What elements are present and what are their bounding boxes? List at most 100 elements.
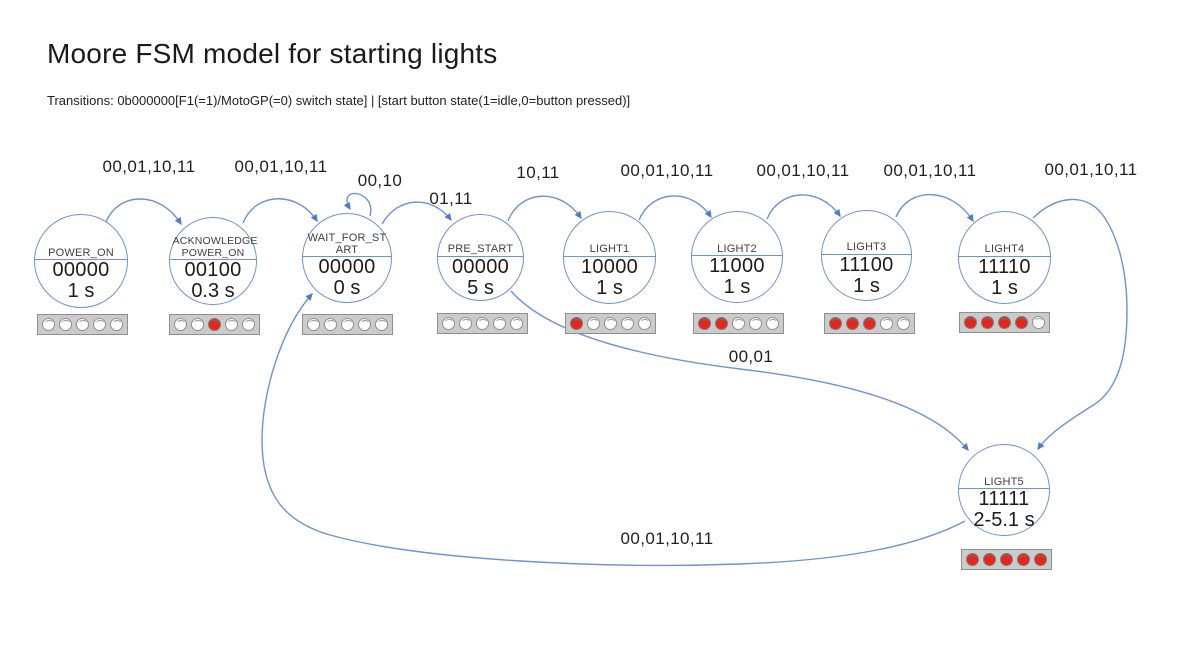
- light-strip-power-on: [37, 314, 128, 335]
- transition-label: 00,01,10,11: [883, 161, 977, 180]
- state-values: 00100 0.3 s: [170, 259, 256, 302]
- state-name: LIGHT3: [846, 241, 887, 254]
- state-output-code: 11111: [978, 488, 1030, 511]
- state-divider: [438, 255, 523, 257]
- light-off-indicator: [375, 318, 388, 331]
- light-off-indicator: [76, 318, 89, 331]
- state-duration: 0 s: [333, 277, 361, 300]
- state-values: 00000 1 s: [35, 259, 127, 302]
- light-off-indicator: [307, 318, 320, 331]
- state-values: 00000 0 s: [303, 256, 391, 299]
- state-output-code: 00100: [184, 259, 242, 282]
- state-duration: 5 s: [467, 276, 494, 299]
- state-light3: LIGHT3 11100 1 s: [821, 210, 912, 301]
- light-strip-light3: [824, 313, 915, 334]
- light-strip-pre-start: [437, 313, 528, 334]
- light-off-indicator: [897, 317, 910, 330]
- state-duration: 1 s: [853, 274, 880, 297]
- state-output-code: 00000: [451, 255, 510, 278]
- transitions-encoding-note: Transitions: 0b000000[F1(=1)/MotoGP(=0) …: [47, 93, 631, 108]
- state-divider: [959, 488, 1049, 490]
- light-on-indicator: [983, 553, 996, 566]
- state-name: LIGHT2: [717, 242, 757, 255]
- light-strip-light4: [959, 312, 1050, 333]
- light-off-indicator: [93, 318, 106, 331]
- arrow-light2-to-light3: [766, 194, 841, 220]
- state-light1: LIGHT1 10000 1 s: [563, 211, 656, 304]
- transition-label: 00,01: [728, 347, 774, 366]
- light-off-indicator: [42, 318, 55, 331]
- light-on-indicator: [998, 316, 1011, 329]
- light-on-indicator: [1015, 316, 1028, 329]
- state-divider: [822, 253, 911, 255]
- state-output-code: 11110: [978, 255, 1031, 278]
- state-values: 10000 1 s: [564, 256, 655, 299]
- light-off-indicator: [1032, 316, 1045, 329]
- light-off-indicator: [459, 317, 472, 330]
- light-off-indicator: [174, 318, 187, 331]
- transition-label: 00,01,10,11: [756, 161, 850, 180]
- light-on-indicator: [1034, 553, 1047, 566]
- light-on-indicator: [966, 553, 979, 566]
- light-strip-acknowledge: [169, 314, 260, 335]
- state-output-code: 10000: [580, 255, 639, 278]
- arrow-light5-to-wait: [261, 293, 966, 567]
- arrow-acknowledge-to-wait: [242, 198, 318, 224]
- light-on-indicator: [981, 316, 994, 329]
- light-off-indicator: [880, 317, 893, 330]
- state-divider: [35, 259, 127, 261]
- state-light4: LIGHT4 11110 1 s: [958, 211, 1051, 304]
- arrow-power-on-to-acknowledge: [105, 198, 182, 226]
- state-divider: [303, 256, 391, 258]
- light-on-indicator: [570, 317, 583, 330]
- light-on-indicator: [1000, 553, 1013, 566]
- light-on-indicator: [829, 317, 842, 330]
- page-title: Moore FSM model for starting lights: [47, 38, 498, 69]
- light-on-indicator: [846, 317, 859, 330]
- transition-label: 01,11: [429, 189, 473, 208]
- state-power-on: POWER_ON 00000 1 s: [34, 214, 128, 308]
- state-name: LIGHT1: [589, 243, 630, 256]
- light-off-indicator: [493, 317, 506, 330]
- state-name: PRE_START: [447, 243, 514, 256]
- light-on-indicator: [964, 316, 977, 329]
- light-off-indicator: [358, 318, 371, 331]
- arrow-wait-to-pre-start: [381, 201, 452, 225]
- light-off-indicator: [604, 317, 617, 330]
- light-strip-light2: [693, 313, 784, 334]
- light-off-indicator: [225, 318, 238, 331]
- state-duration: 0.3 s: [191, 280, 235, 303]
- state-values: 11100 1 s: [822, 254, 911, 297]
- light-off-indicator: [766, 317, 779, 330]
- state-name: LIGHT5: [984, 475, 1024, 488]
- arrow-light1-to-light2: [638, 195, 712, 221]
- state-light5: LIGHT5 11111 2-5.1 s: [958, 444, 1050, 536]
- state-divider: [959, 255, 1050, 257]
- light-strip-light1: [565, 313, 656, 334]
- state-duration: 1 s: [67, 280, 95, 303]
- transition-label: 00,01,10,11: [620, 161, 714, 180]
- arrow-pre-start-to-light1: [507, 195, 582, 222]
- state-values: 11111 2-5.1 s: [959, 488, 1049, 531]
- light-off-indicator: [59, 318, 72, 331]
- state-duration: 1 s: [723, 276, 751, 299]
- transition-label: 10,11: [516, 163, 560, 182]
- light-on-indicator: [208, 318, 221, 331]
- light-strip-light5: [961, 549, 1052, 570]
- state-light2: LIGHT2 11000 1 s: [691, 211, 783, 303]
- light-off-indicator: [732, 317, 745, 330]
- transition-label: 00,01,10,11: [102, 157, 196, 176]
- light-off-indicator: [476, 317, 489, 330]
- state-name: LIGHT4: [984, 243, 1025, 256]
- light-on-indicator: [863, 317, 876, 330]
- light-off-indicator: [242, 318, 255, 331]
- light-off-indicator: [638, 317, 651, 330]
- state-values: 11000 1 s: [692, 255, 782, 298]
- light-strip-wait: [302, 314, 393, 335]
- light-off-indicator: [191, 318, 204, 331]
